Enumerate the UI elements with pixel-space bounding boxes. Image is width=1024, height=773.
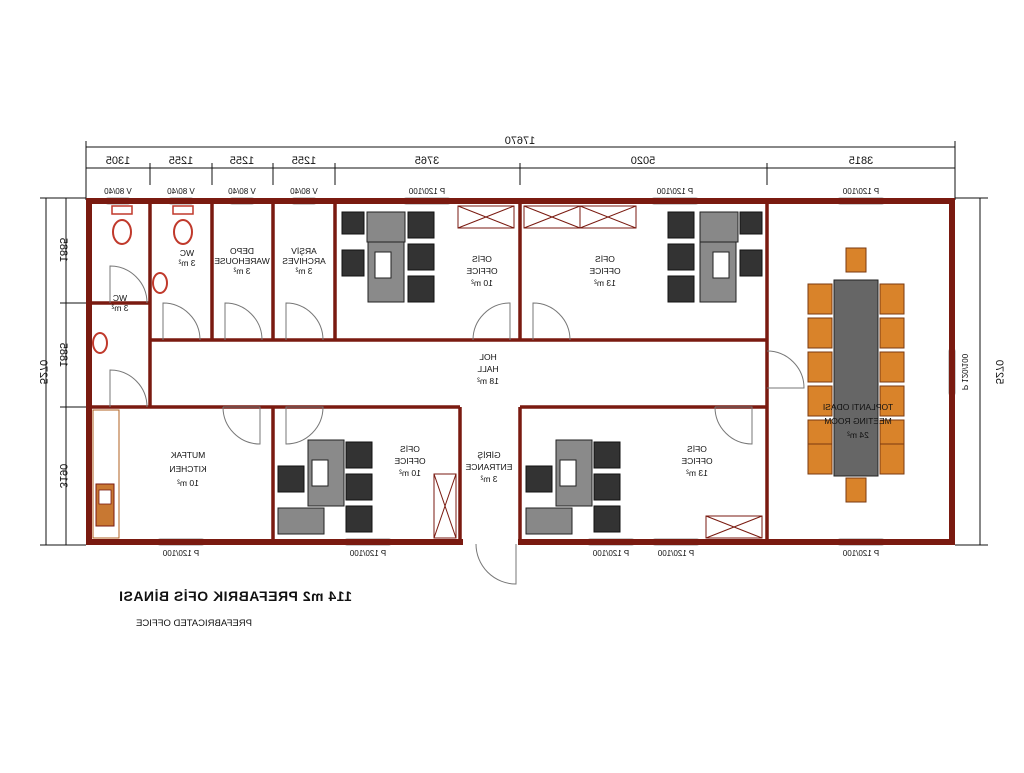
room-wc2-area: 3 m² xyxy=(178,258,195,268)
sink-2 xyxy=(92,332,108,354)
top-dimensions: 17670 1305 1255 1255 1255 3765 5020 3815 xyxy=(85,135,956,200)
window-label-v1: V 80/40 xyxy=(104,187,132,196)
window-label-v2: V 80/40 xyxy=(167,187,195,196)
room-office-a-en: OFFICE xyxy=(466,266,497,276)
overall-dimension-label: 17670 xyxy=(505,135,536,147)
door-wc-hall xyxy=(162,302,201,341)
window-label-v4: V 80/40 xyxy=(290,187,318,196)
dim-top-3: 1255 xyxy=(230,155,254,167)
window-labels: V 80/40 V 80/40 V 80/40 V 80/40 P 120/10… xyxy=(104,187,969,558)
window-label-p3: P 120/100 xyxy=(842,187,879,196)
room-arsiv-tr: ARŞİV xyxy=(291,246,317,256)
room-office-c-en: OFFICE xyxy=(394,456,425,466)
right-dimensions: 5270 xyxy=(955,197,1005,546)
room-entrance-en: ENTRANCE xyxy=(465,462,512,472)
door-meeting xyxy=(766,350,805,389)
kitchen-counter xyxy=(92,409,120,539)
room-office-d-tr: OFİS xyxy=(687,444,707,454)
room-office-c-area: 10 m² xyxy=(399,468,421,478)
dim-left-3: 3190 xyxy=(57,464,69,488)
window-label-p8: P 120/100 xyxy=(842,549,879,558)
toilet-2 xyxy=(173,219,193,245)
room-arsiv-area: 3 m² xyxy=(295,266,312,276)
door-swings xyxy=(109,265,805,585)
room-kitchen-area: 10 m² xyxy=(177,478,199,488)
door-wc-2 xyxy=(109,369,148,408)
room-entrance-tr: GİRİŞ xyxy=(477,450,500,460)
sanitary-fixtures xyxy=(92,205,194,354)
door-wc-1 xyxy=(109,265,148,304)
dim-top-7: 3815 xyxy=(849,155,873,167)
room-office-a-area: 10 m² xyxy=(471,278,493,288)
door-office-b xyxy=(532,302,571,341)
desk-group-office-c xyxy=(277,439,373,535)
room-office-b-en: OFFICE xyxy=(589,266,620,276)
dim-top-2: 1255 xyxy=(169,155,193,167)
door-office-a xyxy=(472,302,511,341)
window-label-p4: P 120/100 xyxy=(162,549,199,558)
door-entrance xyxy=(475,543,517,585)
cabinets xyxy=(433,205,763,539)
office-furniture xyxy=(277,211,763,535)
door-kitchen xyxy=(222,406,261,445)
sink-1 xyxy=(152,272,168,294)
desk-group-office-b xyxy=(667,211,763,303)
room-hall-en: HALL xyxy=(477,364,499,374)
window-label-p6: P 120/100 xyxy=(592,549,629,558)
room-hall-tr: HOL xyxy=(479,352,497,362)
room-office-d-area: 13 m² xyxy=(686,468,708,478)
door-office-c xyxy=(285,406,324,445)
desk-group-office-d xyxy=(525,439,621,535)
room-wc2-name: WC xyxy=(180,248,194,258)
dim-top-1: 1305 xyxy=(106,155,130,167)
dim-left-2: 1885 xyxy=(57,343,69,367)
room-office-b-area: 13 m² xyxy=(594,278,616,288)
door-arsiv xyxy=(285,302,324,341)
room-kitchen-en: KITCHEN xyxy=(169,464,206,474)
room-meeting-en: MEETING ROOM xyxy=(824,416,892,426)
room-depo-area: 3 m² xyxy=(233,266,250,276)
room-meeting-area: 24 m² xyxy=(847,430,869,440)
room-office-b-tr: OFİS xyxy=(595,254,615,264)
room-meeting-tr: TOPLANTI ODASI xyxy=(823,402,893,412)
window-label-v3: V 80/40 xyxy=(228,187,256,196)
room-wc1-area: 3 m² xyxy=(111,303,128,313)
toilet-1 xyxy=(112,219,132,245)
dim-top-6: 5020 xyxy=(631,155,655,167)
window-label-p2: P 120/100 xyxy=(656,187,693,196)
dim-top-4: 1255 xyxy=(292,155,316,167)
drawing-subtitle: PREFABRICATED OFFICE xyxy=(136,618,252,629)
dim-top-5: 3765 xyxy=(415,155,439,167)
room-wc1-name: WC xyxy=(113,293,127,303)
window-label-p1: P 120/100 xyxy=(408,187,445,196)
desk-group-office-a xyxy=(341,211,435,303)
dim-right-total: 5270 xyxy=(993,360,1005,384)
meeting-table xyxy=(807,247,905,503)
room-labels: WC 3 m² WC 3 m² DEPO WAREHOUSE 3 m² ARŞİ… xyxy=(111,246,893,488)
dim-left-1: 1885 xyxy=(57,238,69,262)
interior-walls xyxy=(89,201,769,542)
room-office-d-en: OFFICE xyxy=(681,456,712,466)
room-arsiv-en: ARCHIVES xyxy=(282,256,326,266)
room-entrance-area: 3 m² xyxy=(480,474,497,484)
window-label-p-meeting: P 120/100 xyxy=(960,353,969,390)
room-office-a-tr: OFİS xyxy=(472,254,492,264)
window-label-p7: P 120/100 xyxy=(657,549,694,558)
room-office-c-tr: OFİS xyxy=(400,444,420,454)
door-office-d xyxy=(714,406,753,445)
room-kitchen-tr: MUTFAK xyxy=(170,450,205,460)
left-dimensions: 5270 1885 1885 3190 xyxy=(37,197,86,546)
room-hall-area: 18 m² xyxy=(477,376,499,386)
room-depo-tr: DEPO xyxy=(230,246,254,256)
room-depo-en: WAREHOUSE xyxy=(214,256,270,266)
door-depo xyxy=(224,302,263,341)
drawing-title: 114 m2 PREFABRIK OFİS BİNASI xyxy=(118,588,352,604)
window-label-p5: P 120/100 xyxy=(349,549,386,558)
dim-left-total: 5270 xyxy=(37,360,49,384)
meeting-chairs xyxy=(807,247,905,503)
